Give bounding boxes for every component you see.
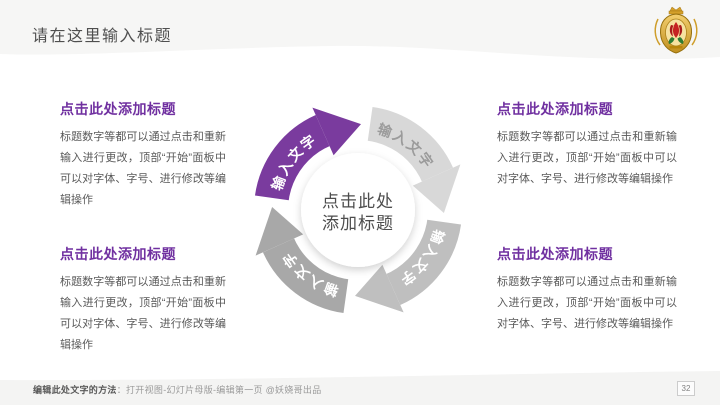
footer-note: 编辑此处文字的方法：打开视图-幻灯片母版-编辑第一页 @妖娆哥出品 — [33, 383, 322, 396]
block-body[interactable]: 标题数字等都可以通过点击和重新输入进行更改，顶部“开始”面板中可以对字体、字号、… — [497, 131, 677, 185]
cycle-diagram[interactable]: 输入文字 输入文字 输入文字 输入文字 点击此处 添加标题 — [238, 90, 478, 330]
block-body[interactable]: 标题数字等都可以通过点击和重新输入进行更改，顶部“开始”面板中可以对字体、字号、… — [497, 276, 677, 330]
footer-note-bold: 编辑此处文字的方法 — [33, 385, 117, 395]
block-body[interactable]: 标题数字等都可以通过点击和重新输入进行更改，顶部“开始”面板中可以对字体、字号、… — [60, 131, 226, 206]
diagram-center-title-line1[interactable]: 点击此处 — [322, 192, 394, 211]
cycle-segment-1-arrowhead — [312, 107, 361, 156]
cycle-segment-3-arrowhead — [355, 264, 404, 313]
cycle-segment-4-arc[interactable] — [262, 237, 350, 314]
text-block-bottom-right[interactable]: 点击此处添加标题 标题数字等都可以通过点击和重新输入进行更改，顶部“开始”面板中… — [497, 244, 677, 335]
text-block-bottom-left[interactable]: 点击此处添加标题 标题数字等都可以通过点击和重新输入进行更改，顶部“开始”面板中… — [60, 244, 226, 356]
footer-note-rest: ：打开视图-幻灯片母版-编辑第一页 @妖娆哥出品 — [116, 385, 322, 395]
block-heading[interactable]: 点击此处添加标题 — [497, 101, 613, 117]
school-emblem-logo — [654, 6, 698, 54]
text-block-top-left[interactable]: 点击此处添加标题 标题数字等都可以通过点击和重新输入进行更改，顶部“开始”面板中… — [60, 99, 226, 211]
cycle-segment-1-arc[interactable] — [254, 114, 331, 202]
diagram-center-title-line2[interactable]: 添加标题 — [322, 214, 394, 233]
footer-background-shape — [0, 371, 720, 405]
page-number-badge: 32 — [677, 381, 695, 396]
cycle-segment-3-arc[interactable] — [385, 218, 462, 306]
emblem-artwork — [654, 6, 698, 54]
header-background-shape — [0, 0, 720, 60]
block-body[interactable]: 标题数字等都可以通过点击和重新输入进行更改，顶部“开始”面板中可以对字体、字号、… — [60, 276, 226, 351]
diagram-center-circle[interactable] — [301, 153, 415, 267]
block-heading[interactable]: 点击此处添加标题 — [60, 246, 176, 262]
block-heading[interactable]: 点击此处添加标题 — [497, 246, 613, 262]
cycle-segment-4-arrowhead — [255, 207, 304, 256]
block-heading[interactable]: 点击此处添加标题 — [60, 101, 176, 117]
slide-title[interactable]: 请在这里输入标题 — [32, 28, 173, 45]
text-block-top-right[interactable]: 点击此处添加标题 标题数字等都可以通过点击和重新输入进行更改，顶部“开始”面板中… — [497, 99, 677, 190]
cycle-segment-2-arc[interactable] — [366, 106, 454, 183]
cycle-segment-2-arrowhead — [412, 164, 461, 213]
